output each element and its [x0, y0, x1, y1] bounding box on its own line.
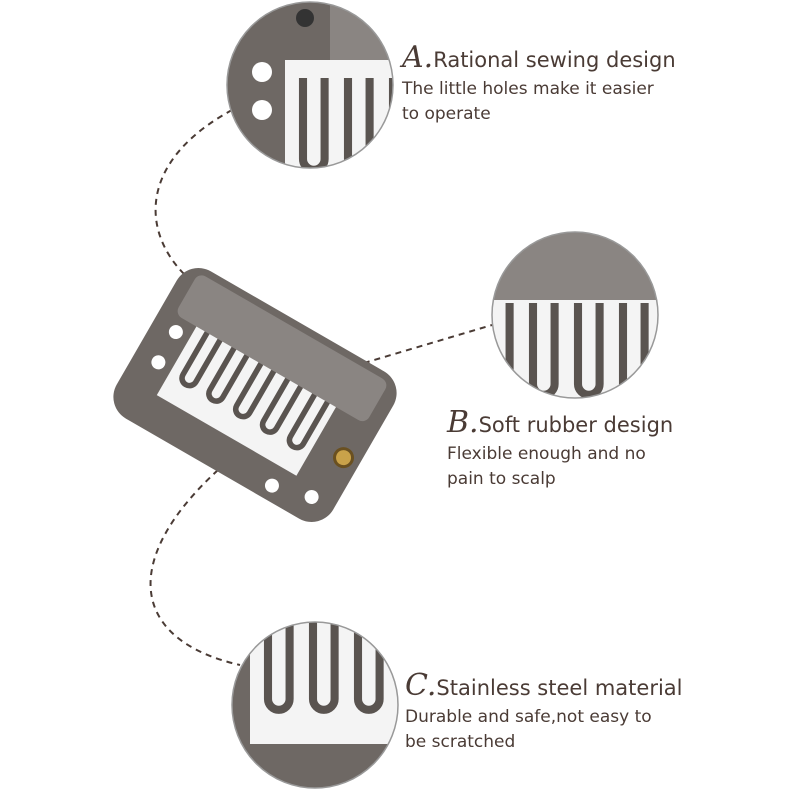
feature-title: Soft rubber design	[478, 413, 674, 437]
feature-desc: Durable and safe,not easy to	[405, 707, 652, 727]
feature-letter: A.	[402, 40, 434, 75]
feature-c: C.Stainless steel material Durable and s…	[405, 668, 683, 755]
zoom-circle-b	[492, 232, 658, 398]
feature-desc: to operate	[402, 104, 491, 124]
feature-a: A.Rational sewing design The little hole…	[402, 40, 676, 127]
feature-desc: The little holes make it easier	[402, 79, 654, 99]
feature-desc: be scratched	[405, 732, 516, 752]
feature-desc: Flexible enough and no	[447, 444, 646, 464]
feature-title: Stainless steel material	[436, 676, 683, 700]
hair-clip	[113, 268, 397, 522]
zoom-circle-c	[232, 622, 398, 788]
zoom-circle-a	[227, 2, 393, 168]
feature-title: Rational sewing design	[433, 48, 676, 72]
feature-desc: pain to scalp	[447, 469, 556, 489]
feature-b: B.Soft rubber design Flexible enough and…	[447, 405, 673, 492]
feature-letter: B.	[447, 405, 479, 440]
feature-letter: C.	[405, 668, 437, 703]
